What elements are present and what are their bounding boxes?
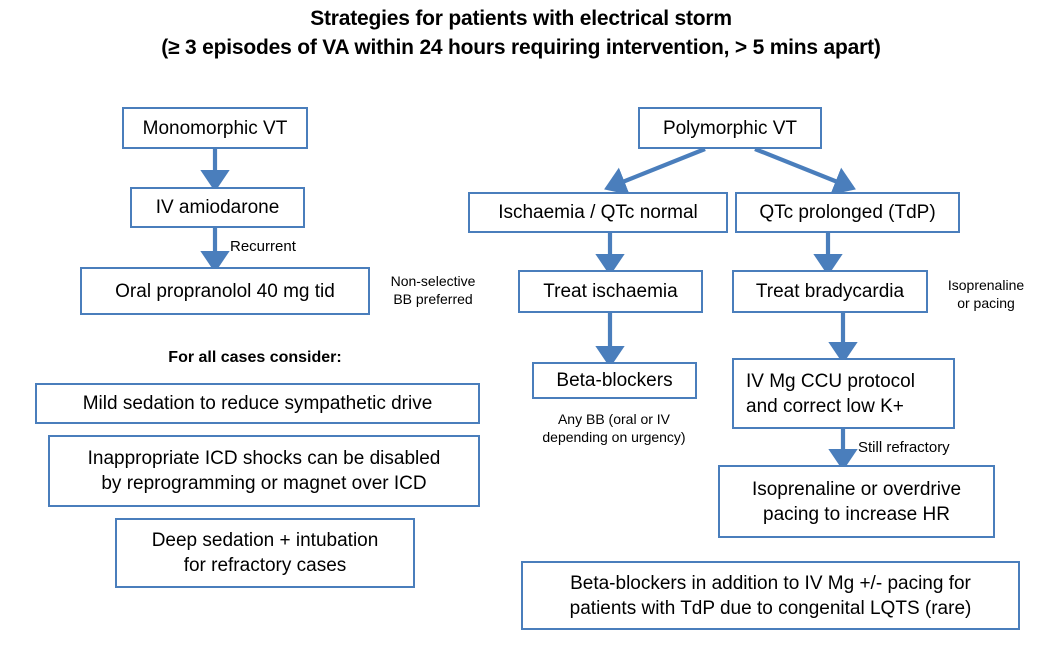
- page-title-line1: Strategies for patients with electrical …: [310, 7, 732, 30]
- node-treat-ischaemia[interactable]: Treat ischaemia: [518, 270, 703, 313]
- node-icd-shocks-label: Inappropriate ICD shocks can be disabled…: [87, 448, 441, 494]
- node-deep-sedation[interactable]: Deep sedation + intubation for refractor…: [115, 518, 415, 588]
- page-title-line2: (≥ 3 episodes of VA within 24 hours requ…: [161, 36, 881, 59]
- node-qtc-prolonged-label: QTc prolonged (TdP): [759, 202, 936, 223]
- node-iv-mg-ccu-label: IV Mg CCU protocol and correct low K+: [746, 370, 915, 417]
- node-ischaemia-qtc-normal-label: Ischaemia / QTc normal: [498, 202, 698, 223]
- node-treat-bradycardia[interactable]: Treat bradycardia: [732, 270, 928, 313]
- node-mild-sedation-label: Mild sedation to reduce sympathetic driv…: [82, 393, 433, 414]
- section-label-for-all-cases: For all cases consider:: [168, 349, 342, 366]
- note-any-bb: Any BB (oral or IV depending on urgency): [542, 411, 686, 445]
- node-polymorphic-vt-label: Polymorphic VT: [662, 117, 798, 139]
- node-bb-lqts-label: Beta-blockers in addition to IV Mg +/- p…: [569, 572, 972, 619]
- note-non-selective-bb: Non-selective BB preferred: [390, 273, 476, 307]
- node-iv-amiodarone-label: IV amiodarone: [155, 197, 280, 218]
- node-ischaemia-qtc-normal[interactable]: Ischaemia / QTc normal: [468, 192, 728, 233]
- node-qtc-prolonged[interactable]: QTc prolonged (TdP): [735, 192, 960, 233]
- node-oral-propranolol-label: Oral propranolol 40 mg tid: [115, 280, 335, 302]
- node-bb-lqts[interactable]: Beta-blockers in addition to IV Mg +/- p…: [521, 561, 1020, 630]
- node-treat-bradycardia-label: Treat bradycardia: [755, 281, 905, 302]
- node-isoprenaline-overdrive-label: Isoprenaline or overdrive pacing to incr…: [751, 478, 962, 525]
- node-deep-sedation-label: Deep sedation + intubation for refractor…: [151, 530, 379, 576]
- node-treat-ischaemia-label: Treat ischaemia: [543, 281, 678, 302]
- node-iv-mg-ccu[interactable]: IV Mg CCU protocol and correct low K+: [732, 358, 955, 429]
- node-monomorphic-vt[interactable]: Monomorphic VT: [122, 107, 308, 149]
- arrow-polymorphic-to-qtc: [754, 147, 856, 195]
- node-icd-shocks[interactable]: Inappropriate ICD shocks can be disabled…: [48, 435, 480, 507]
- edge-label-recurrent: Recurrent: [230, 238, 296, 255]
- node-mild-sedation[interactable]: Mild sedation to reduce sympathetic driv…: [35, 383, 480, 424]
- node-oral-propranolol[interactable]: Oral propranolol 40 mg tid: [80, 267, 370, 315]
- node-monomorphic-vt-label: Monomorphic VT: [142, 117, 288, 139]
- arrow-polymorphic-to-ischaemia: [604, 147, 706, 195]
- node-isoprenaline-overdrive[interactable]: Isoprenaline or overdrive pacing to incr…: [718, 465, 995, 538]
- note-isoprenaline-or-pacing: Isoprenaline or pacing: [947, 277, 1025, 311]
- node-polymorphic-vt[interactable]: Polymorphic VT: [638, 107, 822, 149]
- node-iv-amiodarone[interactable]: IV amiodarone: [130, 187, 305, 228]
- node-beta-blockers-label: Beta-blockers: [556, 370, 673, 391]
- node-beta-blockers[interactable]: Beta-blockers: [532, 362, 697, 399]
- edge-label-still-refractory: Still refractory: [858, 439, 950, 456]
